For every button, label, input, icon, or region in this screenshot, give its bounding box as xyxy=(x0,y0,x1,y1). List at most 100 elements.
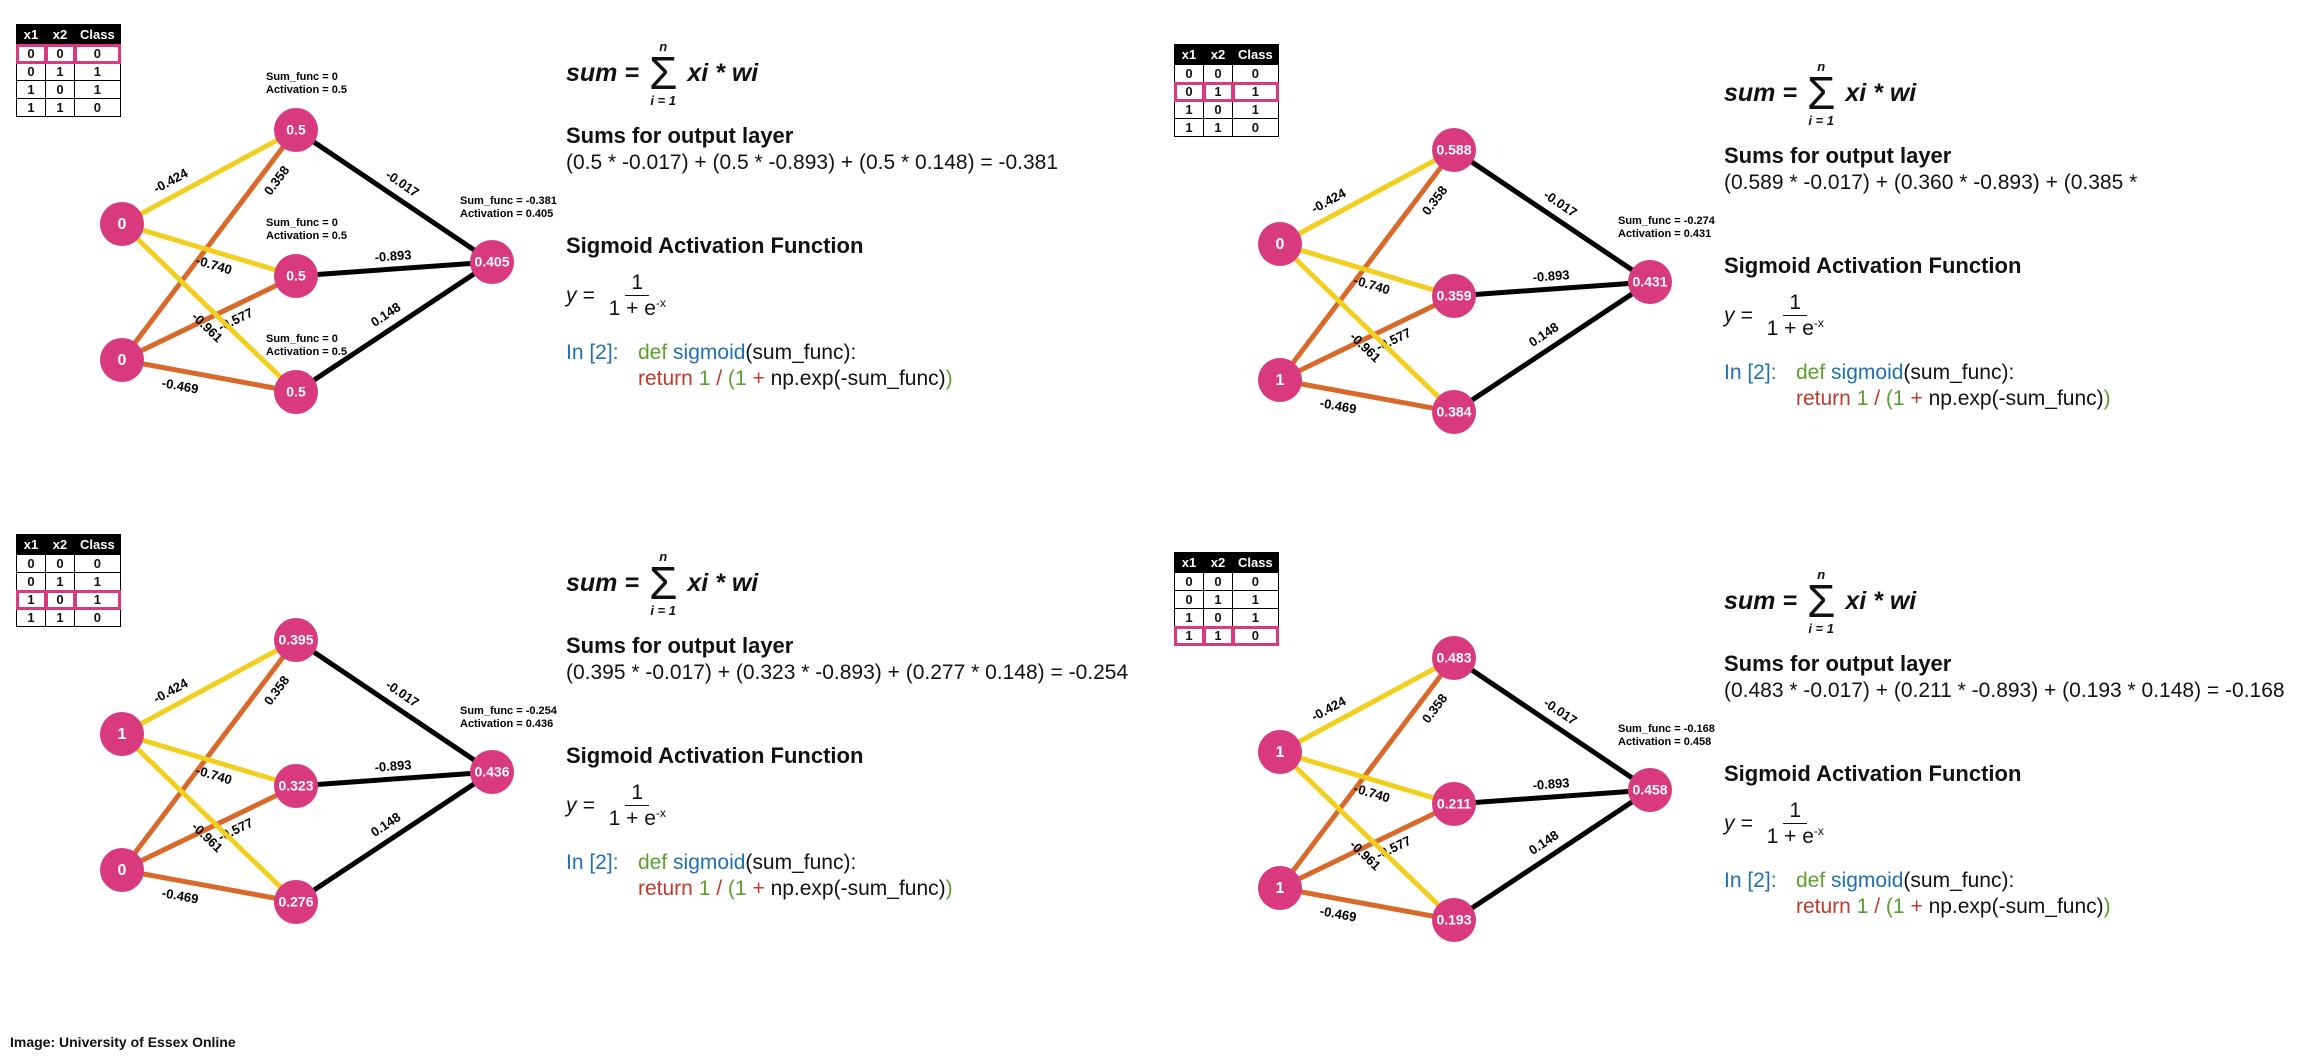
edge-h1-to-out xyxy=(293,637,495,775)
code-keyword-return: return xyxy=(638,877,693,901)
weight-label-h2-out: -0.893 xyxy=(1532,775,1570,793)
code-paren-close: ) xyxy=(945,367,953,391)
code-line-def: def sigmoid(sum_func): xyxy=(638,341,1058,365)
input-node-value: 0 xyxy=(118,216,127,233)
fraction-denominator: 1 + e-x xyxy=(1761,316,1830,341)
edge-h3-to-out xyxy=(1451,787,1653,923)
code-line-return: return 1 / (1 + np.exp(-sum_func)) xyxy=(638,367,1058,391)
output-node-value: 0.405 xyxy=(474,254,509,270)
edge-in1-to-h3 xyxy=(1277,749,1457,923)
weight-label-h2-out: -0.893 xyxy=(1532,267,1570,285)
edge-in2-to-h1 xyxy=(119,127,299,363)
code-paren-open: ( xyxy=(727,877,735,901)
input-node-value: 1 xyxy=(118,726,127,743)
denominator-base: 1 + e xyxy=(608,807,656,831)
code-number: 1 xyxy=(1856,895,1869,919)
sigmoid-lhs: y = xyxy=(566,284,595,308)
weight-label-in2-h3: -0.469 xyxy=(161,375,200,396)
output-node-annotation: Sum_func = -0.254 xyxy=(460,705,558,717)
input-node-value: 1 xyxy=(1276,880,1285,897)
code-operator-plus: + xyxy=(1910,387,1923,411)
sums-title: Sums for output layer xyxy=(1724,651,1952,677)
denominator-base: 1 + e xyxy=(608,297,656,321)
code-line-return: return 1 / (1 + np.exp(-sum_func)) xyxy=(1796,895,2285,919)
hidden-node-value: 0.323 xyxy=(278,778,313,794)
code-operator-divide: / xyxy=(716,367,723,391)
sigmoid-lhs: y = xyxy=(1724,304,1753,328)
code-operator-plus: + xyxy=(1910,895,1923,919)
edge-h1-to-out xyxy=(293,127,495,265)
edge-in1-to-h2 xyxy=(119,731,299,789)
code-number: 1 xyxy=(734,877,747,901)
hidden-node-value: 0.193 xyxy=(1436,912,1471,928)
input-node-value: 0 xyxy=(118,862,127,879)
table-header-x2: x2 xyxy=(1203,552,1233,573)
code-params: (sum_func): xyxy=(1903,361,2015,385)
edge-in2-to-h1 xyxy=(119,637,299,873)
code-keyword-def: def xyxy=(638,341,668,365)
code-number: 1 xyxy=(1892,387,1905,411)
hidden-node-annotation: Activation = 0.5 xyxy=(266,84,347,96)
formula-lhs: sum = xyxy=(566,59,639,88)
code-paren-open: ( xyxy=(727,367,735,391)
code-line-def: def sigmoid(sum_func): xyxy=(1796,361,2137,385)
sigmoid-title: Sigmoid Activation Function xyxy=(1724,761,2022,787)
summation-lower: i = 1 xyxy=(650,603,676,619)
code-keyword-return: return xyxy=(638,367,693,391)
code-number: 1 xyxy=(698,877,711,901)
input-node-1: 1 xyxy=(1258,730,1302,774)
hidden-node-value: 0.359 xyxy=(1436,288,1471,304)
edge-in2-to-h3 xyxy=(1277,377,1457,415)
code-keyword-return: return xyxy=(1796,387,1851,411)
hidden-node-value: 0.384 xyxy=(1436,404,1471,420)
edge-in2-to-h2 xyxy=(119,273,299,363)
sums-expression: (0.5 * -0.017) + (0.5 * -0.893) + (0.5 *… xyxy=(566,151,1059,175)
code-function-name: sigmoid xyxy=(673,851,746,875)
edge-in2-to-h3 xyxy=(1277,885,1457,923)
denominator-base: 1 + e xyxy=(1766,825,1814,849)
hidden-node-value: 0.395 xyxy=(278,632,313,648)
weight-label-h2-out: -0.893 xyxy=(374,247,412,265)
hidden-node-2: 0.323 xyxy=(274,764,318,808)
summation-lower: i = 1 xyxy=(650,93,676,109)
code-keyword-def: def xyxy=(638,851,668,875)
code-number: 1 xyxy=(698,367,711,391)
output-node-1: 0.405 xyxy=(470,240,514,284)
input-node-1: 1 xyxy=(100,712,144,756)
hidden-node-2: 0.211 xyxy=(1432,782,1476,826)
code-indent xyxy=(566,877,638,901)
code-function-name: sigmoid xyxy=(673,341,746,365)
hidden-node-3: 0.276 xyxy=(274,880,318,924)
edge-in1-to-h2 xyxy=(1277,749,1457,807)
code-number: 1 xyxy=(1856,387,1869,411)
output-node-annotation: Activation = 0.458 xyxy=(1618,736,1711,748)
code-np-exp: np.exp(-sum_func) xyxy=(1928,387,2104,411)
edge-h1-to-out xyxy=(1451,147,1653,285)
edge-h2-to-out xyxy=(1451,787,1653,807)
code-paren-open: ( xyxy=(1885,895,1893,919)
code-indent xyxy=(1724,387,1796,411)
edge-in2-to-h2 xyxy=(119,783,299,873)
code-line-return: return 1 / (1 + np.exp(-sum_func)) xyxy=(638,877,1128,901)
table-cell: 1 xyxy=(1203,118,1233,137)
output-node-value: 0.458 xyxy=(1632,782,1667,798)
code-paren-open: ( xyxy=(1885,387,1893,411)
table-cell: 0 xyxy=(74,608,121,627)
sigma-glyph: Σ xyxy=(1806,575,1836,627)
denominator-base: 1 + e xyxy=(1766,317,1814,341)
edge-h3-to-out xyxy=(1451,279,1653,415)
